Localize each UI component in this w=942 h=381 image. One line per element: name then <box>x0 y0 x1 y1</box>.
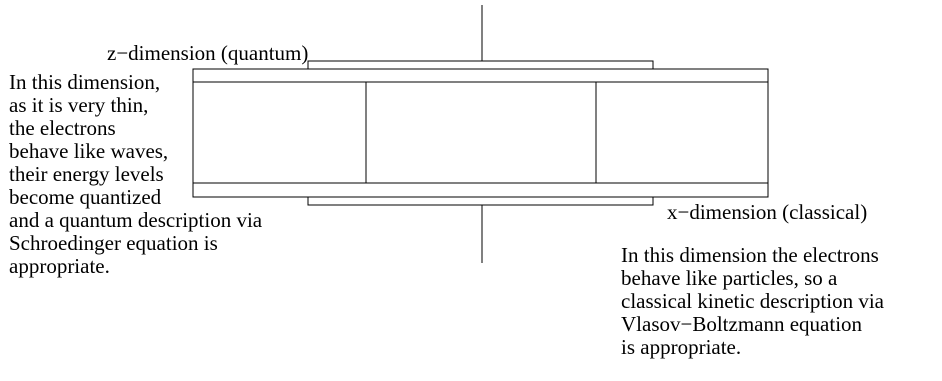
thin-film-slab <box>192 68 769 198</box>
quantum-text-line: their energy levels <box>9 162 164 186</box>
bottom-contact-plate <box>307 196 654 206</box>
quantum-text-line: the electrons <box>9 116 116 140</box>
top-contact-plate <box>307 60 654 70</box>
quantum-text-line: Schroedinger equation is <box>9 231 218 255</box>
classical-text-line: behave like particles, so a <box>621 266 838 290</box>
quantum-text-line: In this dimension, <box>9 70 161 94</box>
quantum-text-line: as it is very thin, <box>9 93 149 117</box>
quantum-text-line: appropriate. <box>9 254 110 278</box>
x-dimension-label: x−dimension (classical) <box>667 200 868 224</box>
quantum-text-line: and a quantum description via <box>9 208 263 232</box>
quantum-text-line: behave like waves, <box>9 139 169 163</box>
quantum-description-text: In this dimension,as it is very thin,the… <box>9 71 262 278</box>
classical-text-line: is appropriate. <box>621 335 742 359</box>
classical-text-line: classical kinetic description via <box>621 289 884 313</box>
z-dimension-label: z−dimension (quantum) <box>107 41 309 65</box>
quantum-text-line: become quantized <box>9 185 162 209</box>
classical-text-line: In this dimension the electrons <box>621 243 879 267</box>
classical-text-line: Vlasov−Boltzmann equation <box>621 312 863 336</box>
